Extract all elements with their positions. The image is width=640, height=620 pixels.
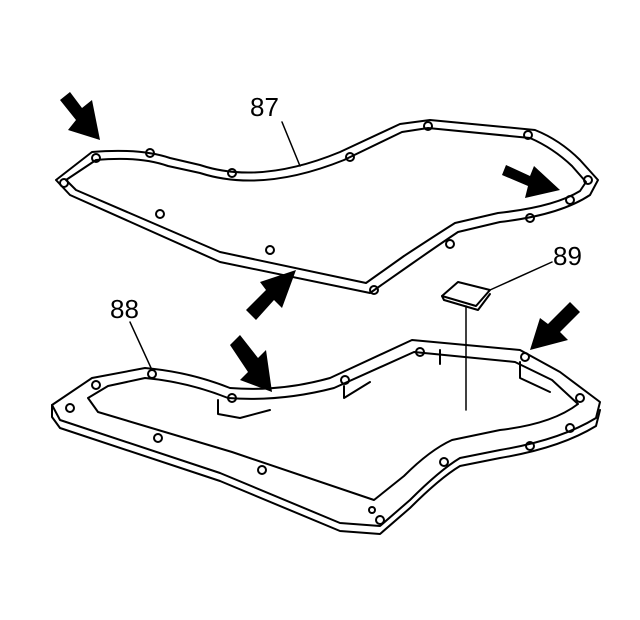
leader-87: [281, 121, 301, 167]
arrow-icon-4: [230, 335, 272, 392]
arrow-icon-3: [246, 270, 296, 320]
arrow-icon-5: [530, 302, 580, 350]
arrow-icon-2: [502, 165, 560, 198]
callout-88: 88: [110, 294, 139, 324]
leader-89: [489, 261, 553, 291]
arrow-icon-1: [60, 92, 100, 140]
upper-gasket: [55, 119, 599, 295]
callout-87: 87: [250, 92, 279, 122]
oil-pan: [51, 339, 601, 535]
callout-89: 89: [553, 241, 582, 271]
indicator-arrows: [60, 92, 580, 392]
leader-88: [129, 321, 153, 371]
